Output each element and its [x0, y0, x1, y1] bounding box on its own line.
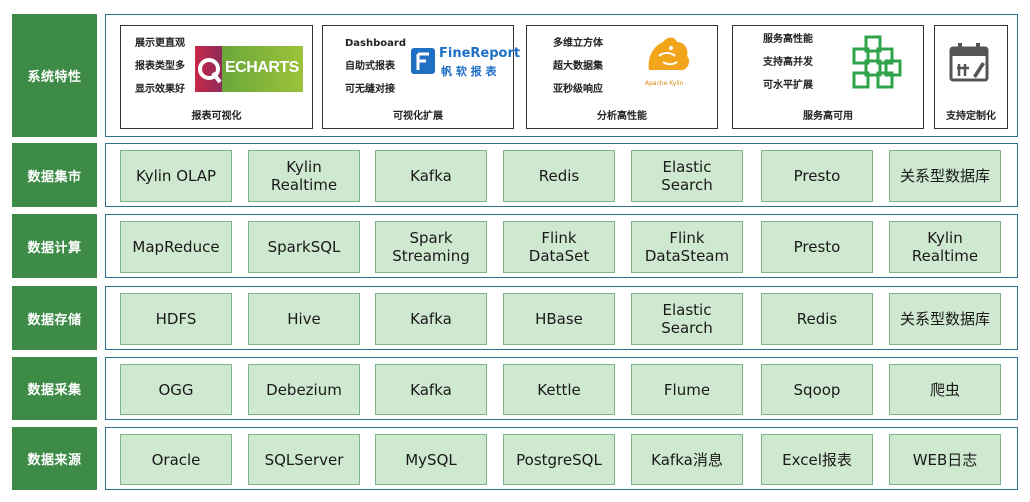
feature-bullets: Dashboard 自助式报表 可无缝对接 — [345, 32, 406, 101]
tech-cell: Elastic Search — [631, 150, 743, 202]
row-data-storage: 数据存储 HDFS Hive Kafka HBase Elastic Search Redi… — [0, 286, 1030, 350]
bullet: 支持高并发 — [763, 57, 813, 68]
finereport-f-icon — [411, 48, 435, 74]
bullet: 超大数据集 — [553, 61, 603, 72]
bullet: 亚秒级响应 — [553, 84, 603, 95]
feature-bullets: 多维立方体 超大数据集 亚秒级响应 — [553, 32, 603, 101]
row-data-mart: 数据集市 Kylin OLAP Kylin Realtime Kafka Redis El… — [0, 143, 1030, 207]
row-label-data-storage: 数据存储 — [12, 286, 97, 350]
kylin-logo-text: Apache Kylin — [645, 80, 684, 87]
feature-bullets: 展示更直观 报表类型多 显示效果好 — [135, 32, 185, 101]
tech-cell: MapReduce — [120, 221, 232, 273]
row-data-compute: 数据计算 MapReduce SparkSQL Spark Streaming Flin… — [0, 214, 1030, 278]
data-mart-panel: Kylin OLAP Kylin Realtime Kafka Redis Elasti… — [105, 143, 1018, 207]
tech-cell: Presto — [761, 221, 873, 273]
tech-cell: 爬虫 — [889, 364, 1001, 415]
feature-report-visualization: 展示更直观 报表类型多 显示效果好 ECHARTS 报表可视化 — [120, 25, 313, 129]
tech-cell: 关系型数据库 — [889, 150, 1001, 202]
kylin-icon — [648, 37, 690, 70]
tech-cell: Excel报表 — [761, 434, 873, 485]
tech-cell: PostgreSQL — [503, 434, 615, 485]
tech-cell: Kettle — [503, 364, 615, 415]
tech-cell: Presto — [761, 150, 873, 202]
echarts-logo: ECHARTS — [195, 46, 303, 92]
echarts-q-icon — [198, 58, 222, 84]
tech-cell: Flink DataSteam — [631, 221, 743, 273]
row-data-collection: 数据采集 OGG Debezium Kafka Kettle Flume Sqoop 爬虫 — [0, 357, 1030, 420]
tech-cell: Kafka — [375, 150, 487, 202]
tech-cell: Kafka — [375, 293, 487, 345]
calendar-edit-icon — [949, 43, 989, 82]
row-label-data-compute: 数据计算 — [12, 214, 97, 278]
tech-cell: HDFS — [120, 293, 232, 345]
tech-cell: Kylin OLAP — [120, 150, 232, 202]
data-compute-panel: MapReduce SparkSQL Spark Streaming Flink Da… — [105, 214, 1018, 278]
tech-cell: HBase — [503, 293, 615, 345]
feature-bullets: 服务高性能 支持高并发 可水平扩展 — [763, 28, 813, 97]
tech-cell: Flume — [631, 364, 743, 415]
feature-caption: 可视化扩展 — [393, 111, 443, 122]
finereport-logo-subtext: 帆 软 报 表 — [441, 65, 497, 78]
feature-caption: 服务高可用 — [803, 111, 853, 122]
feature-visualization-extension: Dashboard 自助式报表 可无缝对接 FineReport 帆 软 报 表… — [322, 25, 520, 129]
tech-cell: Redis — [503, 150, 615, 202]
tech-cell: MySQL — [375, 434, 487, 485]
apache-kylin-logo: Apache Kylin — [641, 32, 701, 92]
tech-cell: Spark Streaming — [375, 221, 487, 273]
bullet: 可无缝对接 — [345, 84, 395, 95]
tech-cell: Hive — [248, 293, 360, 345]
tech-cell: WEB日志 — [889, 434, 1001, 485]
tech-cell: OGG — [120, 364, 232, 415]
row-label-data-source: 数据来源 — [12, 427, 97, 490]
bullet: 报表类型多 — [135, 61, 185, 72]
tech-cell: Elastic Search — [631, 293, 743, 345]
row-system-features: 系统特性 展示更直观 报表类型多 显示效果好 ECHARTS 报表可视化 Das… — [0, 14, 1030, 137]
tech-cell: Kylin Realtime — [248, 150, 360, 202]
bullet: 显示效果好 — [135, 84, 185, 95]
bullet: Dashboard — [345, 38, 406, 49]
echarts-logo-text: ECHARTS — [225, 59, 299, 76]
tech-cell: Oracle — [120, 434, 232, 485]
tech-cell: SparkSQL — [248, 221, 360, 273]
feature-caption: 支持定制化 — [946, 111, 996, 122]
bullet: 多维立方体 — [553, 38, 603, 49]
bullet: 展示更直观 — [135, 38, 185, 49]
data-storage-panel: HDFS Hive Kafka HBase Elastic Search Redis 关系型… — [105, 286, 1018, 350]
finereport-logo: FineReport 帆 软 报 表 — [409, 46, 520, 80]
feature-high-availability: 服务高性能 支持高并发 可水平扩展 服务高可用 — [732, 25, 924, 129]
feature-caption: 报表可视化 — [191, 111, 242, 122]
tech-cell: SQLServer — [248, 434, 360, 485]
feature-analysis-performance: 多维立方体 超大数据集 亚秒级响应 Apache Kylin 分析高性能 — [526, 25, 718, 129]
finereport-logo-text: FineReport — [439, 46, 521, 61]
data-collection-panel: OGG Debezium Kafka Kettle Flume Sqoop 爬虫 — [105, 357, 1018, 420]
tech-cell: Flink DataSet — [503, 221, 615, 273]
row-label-data-collection: 数据采集 — [12, 357, 97, 420]
tech-cell: Debezium — [248, 364, 360, 415]
tech-cell: Redis — [761, 293, 873, 345]
cubes-cluster-icon — [852, 35, 902, 89]
tech-cell: Kafka消息 — [631, 434, 743, 485]
tech-cell: Kafka — [375, 364, 487, 415]
data-source-panel: Oracle SQLServer MySQL PostgreSQL Kafka消息 Exc… — [105, 427, 1018, 490]
tech-cell: Sqoop — [761, 364, 873, 415]
bullet: 自助式报表 — [345, 61, 395, 72]
row-data-source: 数据来源 Oracle SQLServer MySQL PostgreSQL Kafka消… — [0, 427, 1030, 490]
features-panel: 展示更直观 报表类型多 显示效果好 ECHARTS 报表可视化 Dashboar… — [105, 14, 1018, 137]
row-label-system-features: 系统特性 — [12, 14, 97, 137]
tech-cell: Kylin Realtime — [889, 221, 1001, 273]
bullet: 服务高性能 — [763, 34, 813, 45]
row-label-data-mart: 数据集市 — [12, 143, 97, 207]
feature-caption: 分析高性能 — [597, 111, 647, 122]
bullet: 可水平扩展 — [763, 80, 813, 91]
tech-cell: 关系型数据库 — [889, 293, 1001, 345]
feature-customization: 支持定制化 — [934, 25, 1008, 129]
